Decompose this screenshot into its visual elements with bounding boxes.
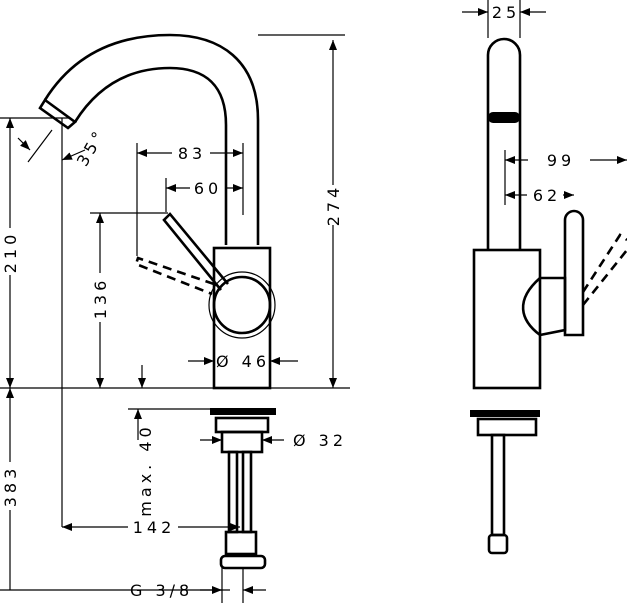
lever-open-position bbox=[134, 256, 215, 296]
spout-outer bbox=[43, 33, 260, 245]
dim-diameter-32: Ø 32 bbox=[293, 431, 347, 450]
dim-angle-35: 35° bbox=[73, 125, 110, 169]
dim-25: 25 bbox=[492, 3, 520, 22]
side-lever bbox=[563, 209, 585, 337]
handle-hub bbox=[212, 275, 272, 335]
dim-diameter-46: Ø 46 bbox=[216, 352, 270, 371]
front-dimensions bbox=[0, 34, 345, 603]
aerator bbox=[488, 112, 520, 123]
dim-99: 99 bbox=[547, 151, 575, 170]
mounting-plate bbox=[210, 408, 276, 415]
spout-outlet bbox=[38, 98, 78, 130]
dim-142: 142 bbox=[133, 518, 176, 537]
side-mounting-plate bbox=[470, 410, 540, 417]
side-hose bbox=[490, 433, 506, 537]
side-mounting-nut bbox=[476, 417, 538, 437]
mounting-shank bbox=[220, 430, 264, 454]
hose-2 bbox=[241, 450, 253, 534]
dim-274: 274 bbox=[324, 184, 343, 227]
side-fitting bbox=[487, 533, 509, 555]
mounting-nut bbox=[214, 416, 270, 434]
hose-fitting bbox=[224, 530, 258, 556]
spout-inner bbox=[73, 66, 228, 245]
dim-62: 62 bbox=[533, 186, 561, 205]
dim-136: 136 bbox=[91, 277, 110, 320]
side-dimension-labels: 25 99 62 bbox=[492, 3, 575, 205]
dim-60: 60 bbox=[194, 179, 222, 198]
side-lever-open-position bbox=[581, 233, 627, 306]
hose-1 bbox=[227, 450, 239, 534]
side-view bbox=[470, 37, 627, 555]
dim-g-3-8: G 3/8 bbox=[130, 581, 193, 600]
side-dimensions bbox=[462, 0, 627, 205]
front-view bbox=[0, 33, 350, 570]
side-body bbox=[472, 248, 542, 390]
dim-210: 210 bbox=[1, 231, 20, 274]
front-dimension-labels: 274 210 383 136 max. 40 83 60 35° Ø 46 Ø… bbox=[1, 125, 347, 600]
dim-max-40: max. 40 bbox=[136, 423, 155, 516]
handle-hub-ring bbox=[208, 271, 276, 339]
lever-handle bbox=[162, 212, 230, 291]
side-lever-connector bbox=[521, 276, 567, 337]
side-spout bbox=[486, 37, 522, 250]
bottom-nut bbox=[219, 554, 267, 570]
dim-83: 83 bbox=[178, 144, 206, 163]
dim-383: 383 bbox=[1, 465, 20, 508]
